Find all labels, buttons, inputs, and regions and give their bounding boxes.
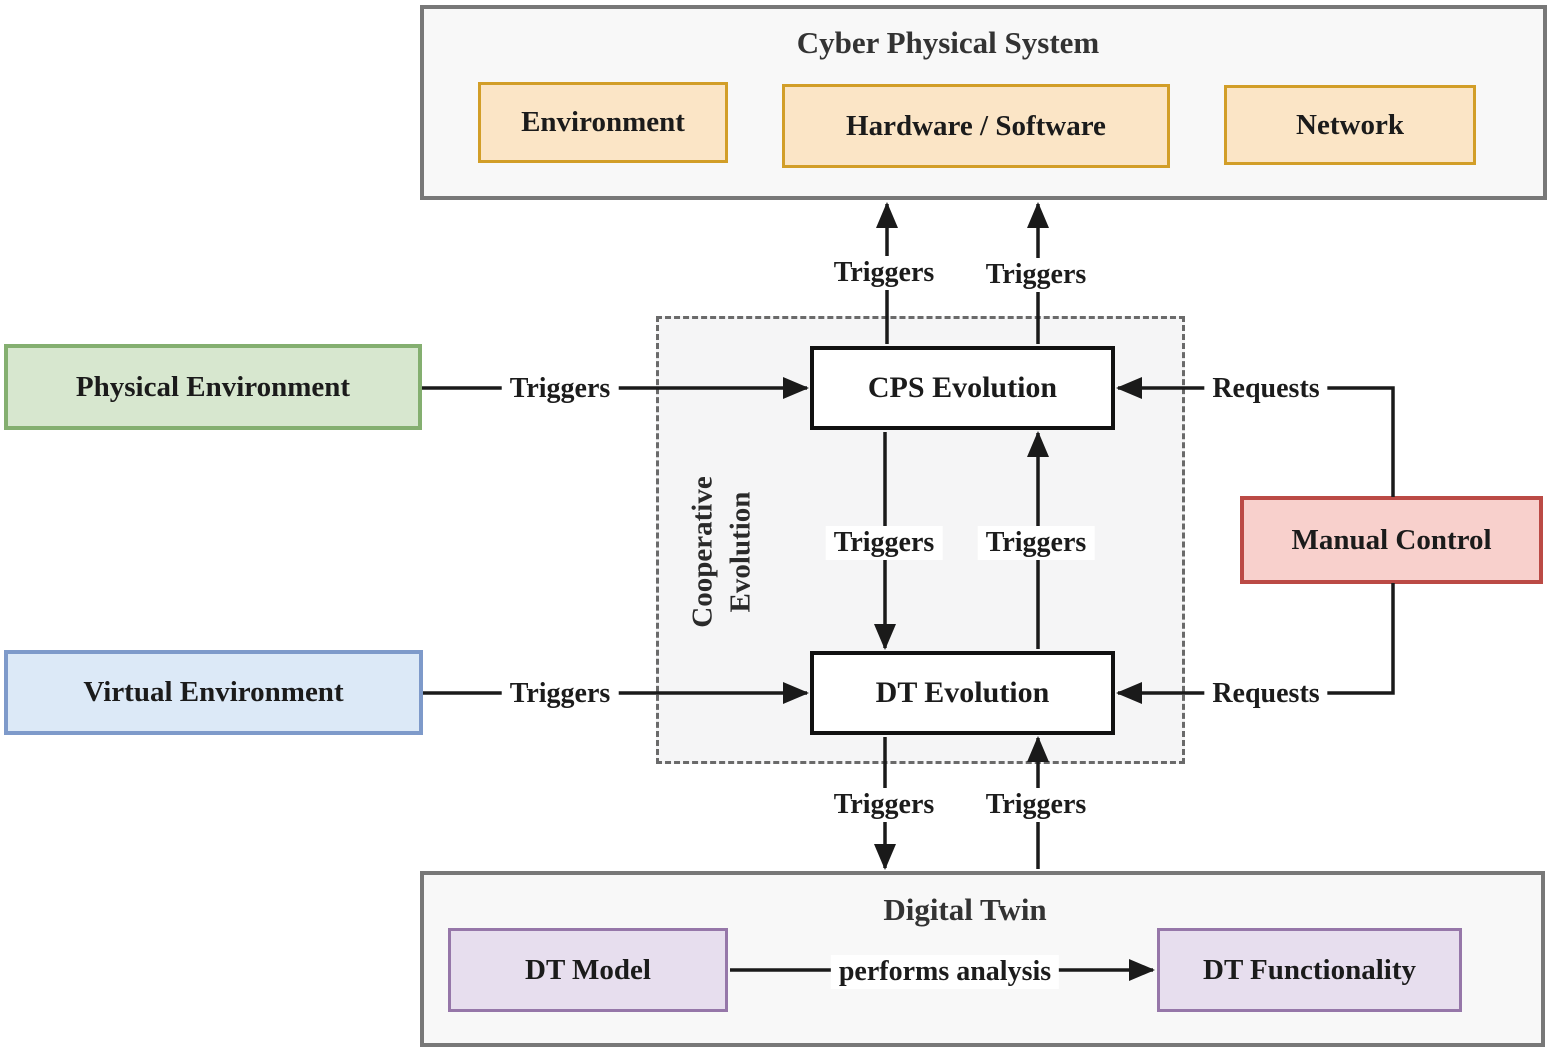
hardware-software-box: Hardware / Software bbox=[782, 84, 1170, 168]
triggers-label-mid-right: Triggers bbox=[977, 526, 1095, 560]
cyber-physical-system-title: Cyber Physical System bbox=[796, 25, 1100, 60]
triggers-label-bottom-left: Triggers bbox=[825, 788, 943, 822]
dt-functionality-box: DT Functionality bbox=[1157, 928, 1462, 1012]
triggers-label-top-right: Triggers bbox=[977, 258, 1095, 292]
network-box: Network bbox=[1224, 85, 1476, 165]
performs-analysis-label: performs analysis bbox=[830, 955, 1060, 989]
requests-label-bottom: Requests bbox=[1204, 677, 1328, 711]
dt-evolution-box: DT Evolution bbox=[810, 651, 1115, 735]
triggers-label-physical-env: Triggers bbox=[501, 372, 619, 406]
triggers-label-mid-left: Triggers bbox=[825, 526, 943, 560]
triggers-label-top-left: Triggers bbox=[825, 256, 943, 290]
triggers-label-virtual-env: Triggers bbox=[501, 677, 619, 711]
cooperative-evolution-label: Cooperative Evolution bbox=[686, 476, 756, 628]
triggers-label-bottom-right: Triggers bbox=[977, 788, 1095, 822]
dt-model-box: DT Model bbox=[448, 928, 728, 1012]
virtual-environment-box: Virtual Environment bbox=[4, 650, 423, 735]
physical-environment-box: Physical Environment bbox=[4, 344, 422, 430]
digital-twin-title: Digital Twin bbox=[883, 892, 1047, 927]
manual-control-box: Manual Control bbox=[1240, 496, 1543, 584]
environment-box: Environment bbox=[478, 82, 728, 163]
cps-evolution-box: CPS Evolution bbox=[810, 346, 1115, 430]
requests-label-top: Requests bbox=[1204, 372, 1328, 406]
